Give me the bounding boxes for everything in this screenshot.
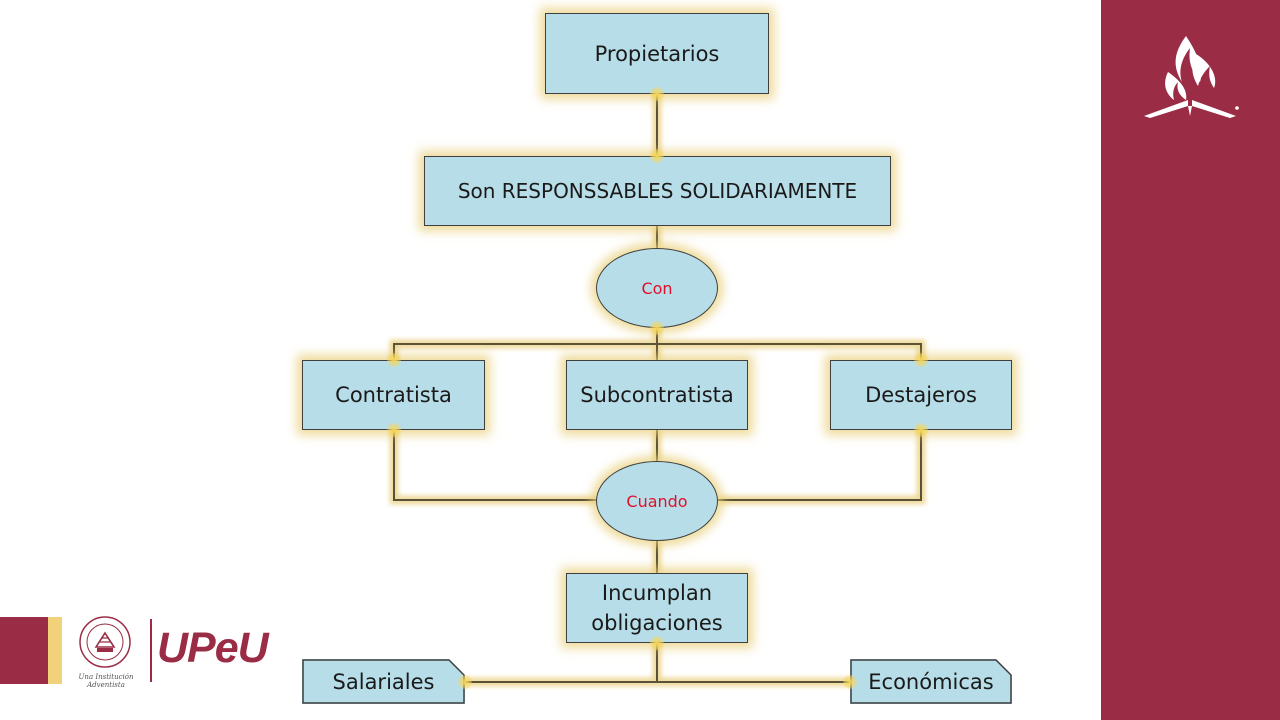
connector-with-ellipse: Con	[596, 248, 718, 328]
obligation-node-economic: Económicas	[850, 659, 1012, 704]
party-label: Destajeros	[865, 383, 977, 407]
obligation-label: Económicas	[868, 669, 994, 694]
university-seal-icon	[79, 616, 131, 668]
junction-glow	[650, 321, 664, 335]
connector-when-label: Cuando	[626, 491, 688, 511]
right-brand-band	[1101, 0, 1280, 720]
owners-node-label: Propietarios	[594, 41, 720, 66]
responsibility-node-label: Son RESPONSSABLES SOLIDARIAMENTE	[457, 179, 858, 203]
connector-when-ellipse: Cuando	[596, 461, 718, 541]
obligation-label: Salariales	[332, 669, 435, 694]
condition-node: Incumplan obligaciones	[566, 573, 748, 643]
junction-glow	[650, 636, 664, 650]
party-node-piecework: Destajeros	[830, 360, 1012, 430]
party-node-subcontractor: Subcontratista	[566, 360, 748, 430]
connector-with-label: Con	[641, 278, 673, 298]
party-label: Contratista	[335, 383, 452, 407]
obligation-node-salary: Salariales	[302, 659, 465, 704]
junction-glow	[914, 423, 928, 437]
seal-caption: Una Institución Adventista	[78, 673, 134, 689]
junction-glow	[387, 353, 401, 367]
junction-glow	[914, 353, 928, 367]
party-label: Subcontratista	[580, 383, 734, 407]
junction-glow	[843, 675, 857, 689]
junction-glow	[458, 675, 472, 689]
condition-line-2: obligaciones	[591, 611, 723, 635]
adventist-flame-book-icon	[1144, 36, 1239, 118]
junction-glow	[650, 149, 664, 163]
owners-node: Propietarios	[545, 13, 769, 94]
brand-divider	[150, 619, 152, 682]
party-node-contractor: Contratista	[302, 360, 485, 430]
condition-line-1: Incumplan	[601, 581, 713, 605]
brand-accent-bar	[0, 617, 48, 684]
university-wordmark: UPeU	[157, 624, 269, 672]
junction-glow	[387, 423, 401, 437]
responsibility-node: Son RESPONSSABLES SOLIDARIAMENTE	[424, 156, 891, 226]
brand-gold-bar	[48, 617, 62, 684]
junction-glow	[650, 87, 664, 101]
